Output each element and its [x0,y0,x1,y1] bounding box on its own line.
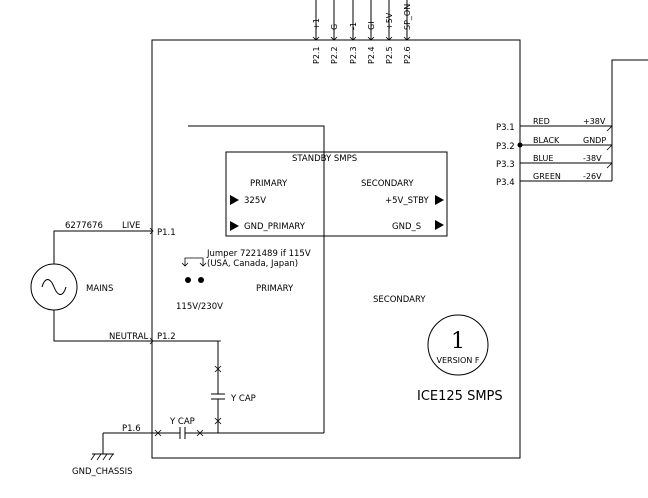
right-bus-wire [611,59,648,181]
wire-signal-label: GNDP [583,136,606,145]
top-pin-label: P2.3 [349,46,358,64]
top-signal-label: +5V [385,12,394,30]
pin-marker [149,337,154,345]
top-pin-label: P2.5 [385,46,394,64]
top-signal-label: -1 [349,22,358,30]
jumper-note-line2: (USA, Canada, Japan) [207,259,298,269]
live-label: LIVE [122,221,140,231]
bus-tap [606,162,613,169]
top-signal-label: SP_ON [403,4,412,30]
standby-smps-block: STANDBY SMPS PRIMARY SECONDARY 325V GND_… [225,151,448,237]
neutral-wire [53,310,219,368]
jumper-arrow-icon [181,262,189,267]
bus-tap [606,144,613,151]
pin-marker [330,36,338,41]
module-outline [151,39,521,459]
mains-source: MAINS 6277676 LIVE P1.1 NEUTRAL P1.2 [30,221,221,368]
terminal-marker [154,429,162,437]
chassis-pin: P1.6 [122,424,141,434]
output-arrow-icon [435,195,444,205]
jumper-pin-dot [198,277,204,283]
input-arrow-icon [230,195,239,205]
live-wire [53,230,152,264]
standby-5v-stby: +5V_STBY [385,196,430,206]
secondary-region-label: SECONDARY [373,295,426,305]
y-cap-vertical-label: Y CAP [230,394,256,404]
top-signal-label: +1 [312,18,321,30]
top-pin-label: P2.2 [330,46,339,64]
standby-primary-label: PRIMARY [250,179,288,189]
wire-signal-label: +38V [583,117,606,126]
wire-signal-label: -26V [583,172,602,181]
pin-marker [385,36,393,41]
top-pin-label: P2.4 [367,46,376,64]
sine-wave-icon [41,279,67,295]
standby-gnd-primary: GND_PRIMARY [244,222,306,232]
standby-325v: 325V [244,196,266,206]
badge-circle [427,314,489,376]
badge-version: VERSION F [437,356,480,365]
terminal-marker [214,365,222,373]
standby-gnd-s: GND_S [392,222,421,232]
right-pin-label: P3.2 [496,142,515,152]
wire-color-label: GREEN [533,172,561,181]
wire-color-label: RED [533,117,550,126]
wire-signal-label: -38V [583,154,602,163]
isolation-boundary [188,125,325,433]
bus-tap [606,125,613,132]
standby-box [225,151,448,237]
terminal-marker [214,417,222,425]
wire-color-label: BLACK [533,136,560,145]
standby-title: STANDBY SMPS [292,154,357,164]
primary-region-label: PRIMARY [256,284,294,294]
pin-marker [312,36,320,41]
right-pin-label: P3.4 [496,178,515,188]
output-arrow-icon [435,220,444,230]
mains-part-number: 6277676 [65,221,103,231]
right-pin-label: P3.1 [496,123,515,133]
top-pin-label: P2.6 [403,46,412,64]
right-connector: P3.1 P3.2 P3.3 P3.4 RED BLACK BLUE GREEN… [496,59,648,188]
version-badge: 1 VERSION F [427,314,489,376]
module-title: ICE125 SMPS [417,389,503,404]
mains-label: MAINS [86,284,113,294]
jumper-note-line1: Jumper 7221489 if 115V [206,249,311,259]
chassis-ground-hatch [90,453,114,461]
standby-secondary-label: SECONDARY [361,179,414,189]
neutral-pin: P1.2 [157,332,176,342]
terminal-marker [196,429,204,437]
live-pin: P1.1 [157,228,176,238]
chassis-label: GND_CHASSIS [72,467,133,477]
pin-marker [349,36,357,41]
voltage-select-label: 115V/230V [176,302,223,312]
badge-number: 1 [451,329,465,354]
jumper-arrow-icon [199,262,207,267]
top-signal-label: GI [367,21,376,30]
y-cap-horizontal: Y CAP P1.6 GND_CHASSIS [72,417,324,477]
pin-marker [149,227,154,235]
y-cap-vertical: Y CAP [211,365,256,433]
pin-marker [367,36,375,41]
pin-marker [403,36,411,41]
neutral-label: NEUTRAL [109,332,149,342]
top-pin-label: P2.1 [312,46,321,64]
right-pin-label: P3.3 [496,160,515,170]
jumper-pin-dot [185,277,191,283]
y-cap-horizontal-label: Y CAP [169,417,195,427]
wire-color-label: BLUE [533,154,553,163]
top-signal-label: G [330,24,339,30]
ac-source-icon [30,263,78,311]
junction-dot [517,142,523,148]
jumper: Jumper 7221489 if 115V (USA, Canada, Jap… [176,249,311,312]
input-arrow-icon [230,221,239,231]
top-connector: P2.1 P2.2 P2.3 P2.4 P2.5 P2.6 +1 G -1 GI… [312,0,412,64]
jumper-bracket-icon [184,257,204,266]
